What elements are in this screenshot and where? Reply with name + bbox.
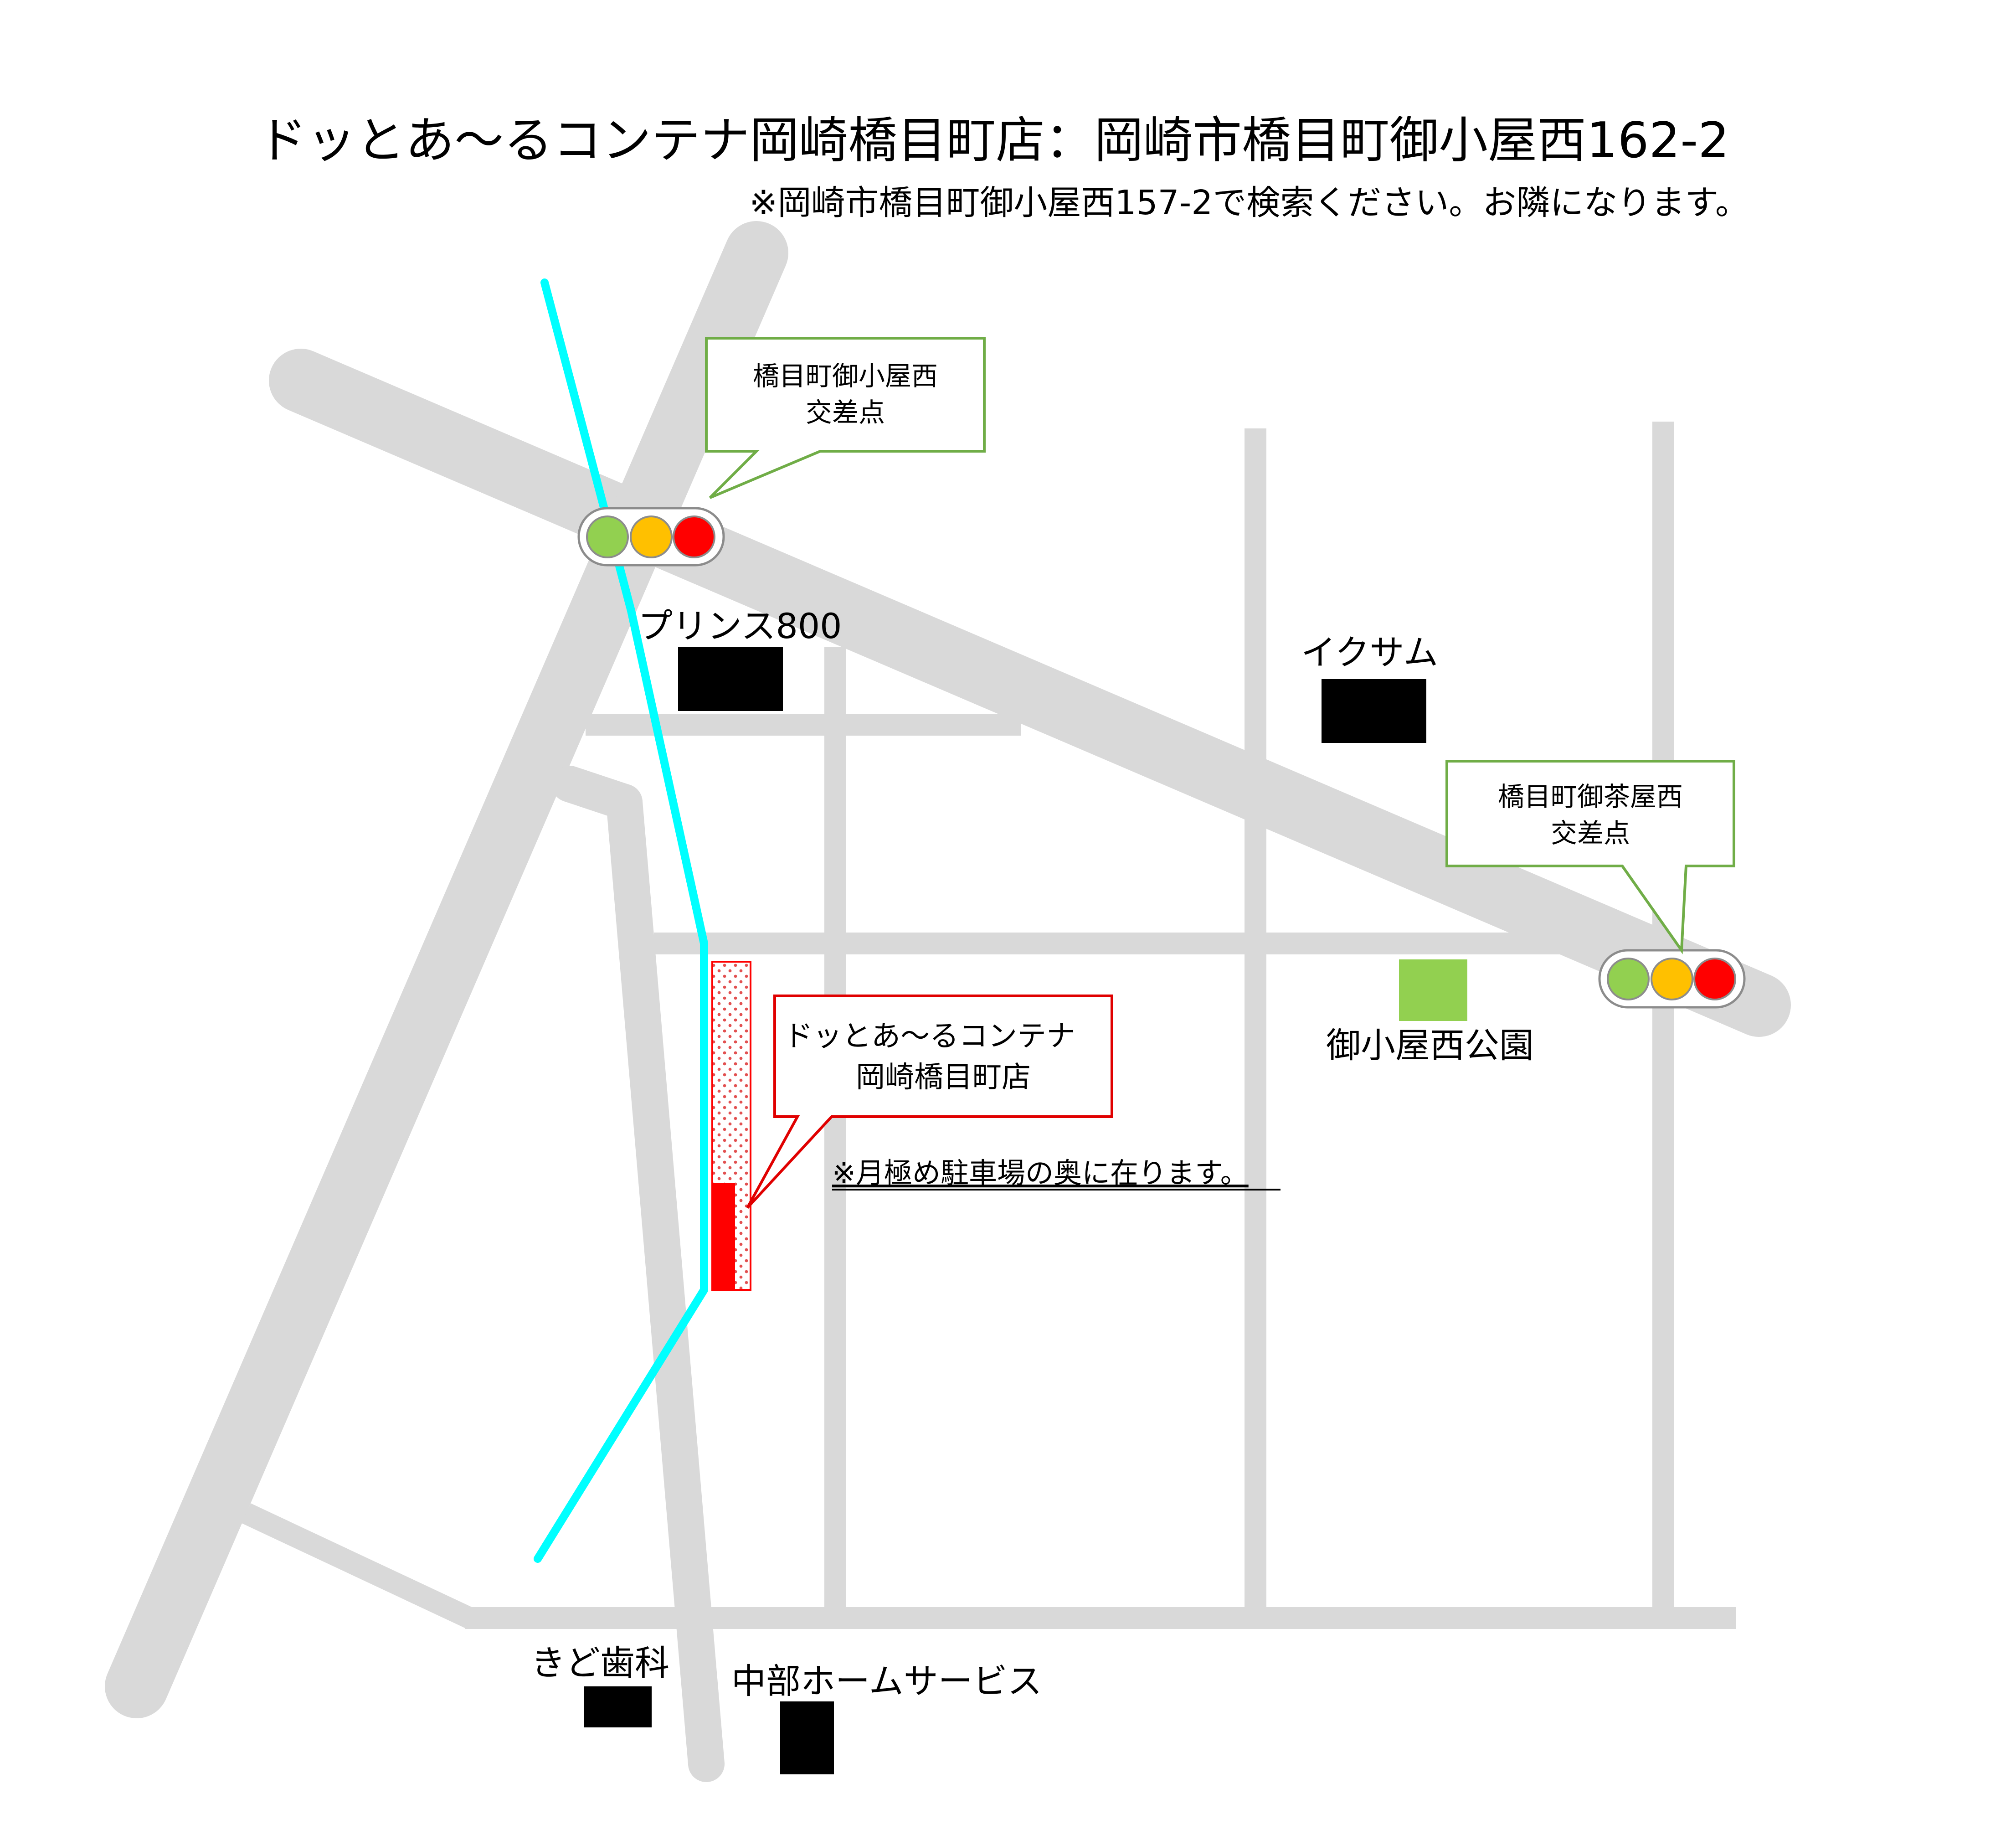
callout-crossing-north: 橋目町御小屋西 交差点 [705, 337, 986, 499]
river [534, 278, 708, 1563]
building-ixam [1322, 679, 1426, 743]
callout-crossing-north-line1: 橋目町御小屋西 [753, 361, 938, 392]
building-chubu-home-service [780, 1701, 834, 1774]
callout-shop-line2: 岡崎橋目町店 [856, 1061, 1031, 1094]
main-road-diagonal [269, 349, 1791, 1037]
callout-crossing-east-line1: 橋目町御茶屋西 [1498, 781, 1683, 812]
callout-crossing-north-bubble [705, 337, 986, 499]
label-prince800: プリンス800 [638, 606, 842, 646]
callout-crossing-north-line2: 交差点 [806, 397, 885, 428]
signal-yellow-icon [630, 515, 673, 558]
parking-note: ※月極め駐車場の奥に在ります。 [832, 1156, 1249, 1190]
building-prince800 [678, 647, 783, 711]
callout-shop: ドッとあ～るコンテナ 岡崎橋目町店 [746, 995, 1113, 1209]
building-kido-dental [584, 1686, 652, 1727]
park-goyanishi [1399, 959, 1467, 1021]
signal-red-icon [673, 515, 715, 558]
label-ixam: イクサム [1301, 632, 1438, 673]
label-kido-dental: きど歯科 [531, 1643, 669, 1683]
callout-shop-bubble [746, 995, 1113, 1209]
signal-yellow-icon [1651, 958, 1693, 1000]
signal-green-icon [586, 515, 629, 558]
page-title: ドッとあ～るコンテナ岡崎橋目町店：岡崎市橋目町御小屋西162-2 [257, 112, 1729, 169]
traffic-light-north [577, 507, 725, 567]
road-south-vertical [606, 784, 725, 1782]
label-chubu-home-service: 中部ホームサービス [731, 1661, 1042, 1701]
callout-crossing-east-line2: 交差点 [1551, 818, 1630, 849]
page-subtitle: ※岡崎市橋目町御小屋西157-2で検索ください。お隣になります。 [749, 183, 1749, 222]
signal-red-icon [1693, 958, 1736, 1000]
signal-green-icon [1607, 958, 1650, 1000]
callout-crossing-east-bubble [1445, 760, 1735, 954]
roads [105, 221, 1791, 1782]
callout-crossing-east: 橋目町御茶屋西 交差点 [1445, 760, 1735, 954]
road-southwest-diagonal [241, 1503, 474, 1628]
callout-shop-line1: ドッとあ～るコンテナ [784, 1020, 1075, 1053]
shop-location-marker [712, 1183, 735, 1290]
label-park: 御小屋西公園 [1326, 1025, 1534, 1066]
traffic-light-east [1598, 949, 1746, 1009]
main-road-northeast [105, 221, 788, 1718]
